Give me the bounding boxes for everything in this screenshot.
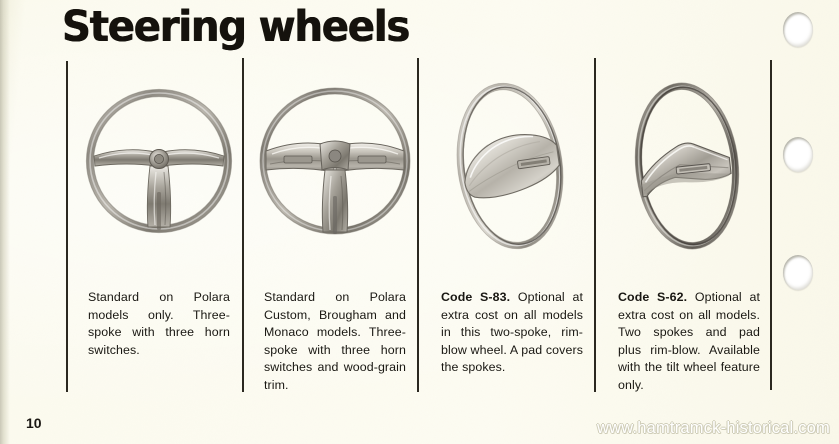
page-number: 10 [26,415,42,431]
page-title: Steering wheels [62,2,410,52]
two-spoke-rim-blow-wheel-illustration [427,80,593,270]
three-spoke-wheel-woodgrain-illustration [252,80,418,270]
wheel-code-label: Code S-83. [441,290,511,304]
wheel-caption: Standard on Polara models only. Three-sp… [88,289,230,359]
wheel-column-code-s-62: Code S-62. Optional at extra cost on all… [604,58,770,392]
binder-hole [783,137,813,172]
wheel-column-polara-custom: Standard on Polara Custom, Brougham and … [252,58,418,392]
column-divider-3 [594,58,596,392]
page-left-edge-shadow [0,0,10,444]
wheel-column-polara-standard: Standard on Polara models only. Three-sp… [76,58,242,392]
wheel-caption-text: Standard on Polara Custom, Brougham and … [264,290,406,392]
wheel-caption: Code S-62. Optional at extra cost on all… [618,289,760,395]
three-spoke-wheel-plain-illustration [76,80,242,270]
wheel-code-label: Code S-62. [618,290,688,304]
column-divider-0 [66,61,68,392]
wheel-caption: Code S-83. Optional at extra cost on all… [441,289,583,377]
column-divider-2 [417,58,419,392]
wheel-column-code-s-83: Code S-83. Optional at extra cost on all… [427,58,593,392]
wheel-caption-text: Optional at extra cost on all models. Tw… [618,290,760,392]
page-right-rule [770,60,772,390]
column-divider-1 [242,58,244,392]
binder-hole [783,255,813,290]
two-spoke-tilt-rim-blow-wheel-illustration [604,80,770,270]
wheel-caption: Standard on Polara Custom, Brougham and … [264,289,406,395]
watermark: www.hamtramck-historical.com [597,419,830,437]
binder-hole [783,12,813,47]
wheel-caption-text: Optional at extra cost on all models in … [441,290,583,375]
wheel-caption-text: Standard on Polara models only. Three-sp… [88,290,230,357]
